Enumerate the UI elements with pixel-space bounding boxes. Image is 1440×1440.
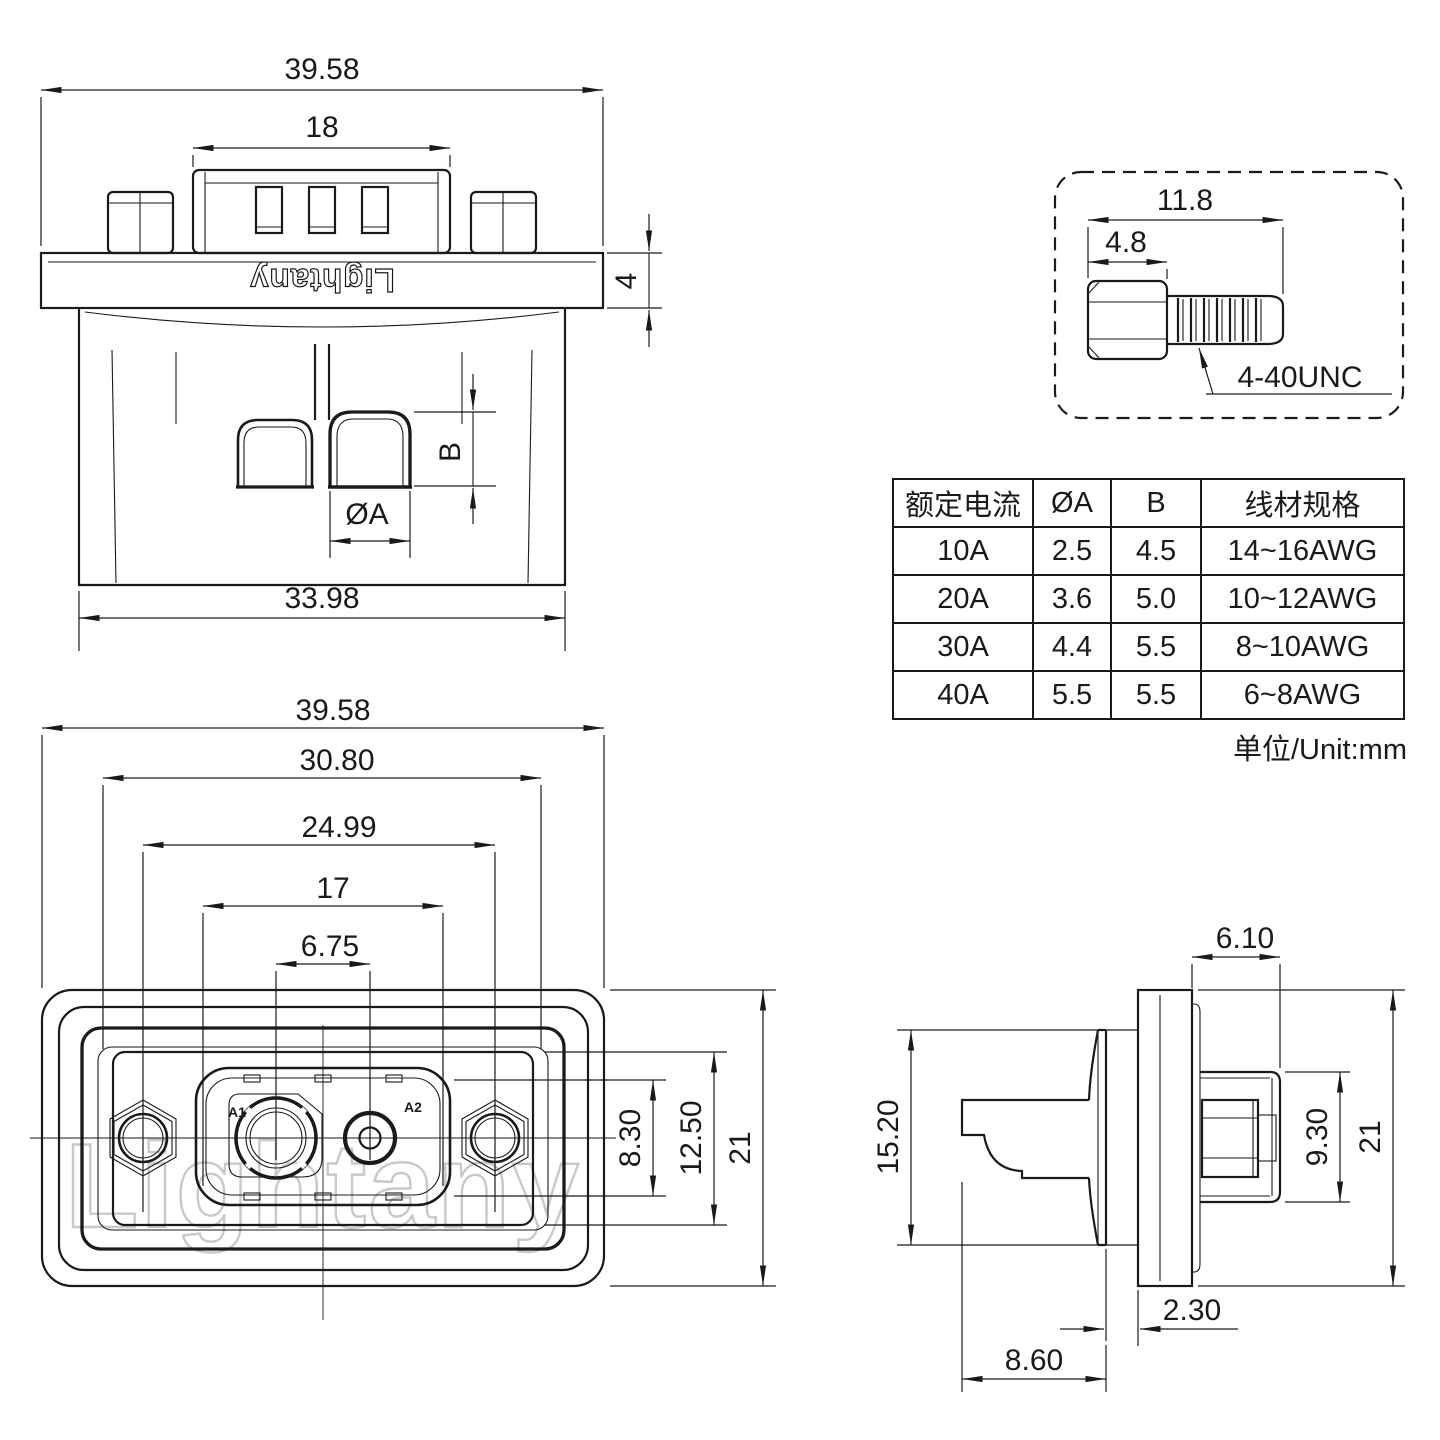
table-row: 10A 2.5 4.5 14~16AWG [892,526,1405,576]
col-header-b: B [1110,478,1202,528]
mounting-nut-left [109,1099,177,1177]
flange-logo-text: Lightany [249,262,395,299]
cell-current: 10A [892,526,1034,576]
cell-dia: 2.5 [1032,526,1112,576]
top-view-drawing: 39.58 18 Ligh [39,53,662,651]
side-dim-insulator-height: 15.20 [872,1099,905,1174]
screw-post-right [469,190,538,255]
front-dim-shroud-height: 8.30 [614,1109,647,1167]
contact-shroud [194,1066,452,1207]
contact-a1: A1 [228,1093,323,1180]
col-header-wire-gauge: 线材规格 [1200,478,1405,528]
top-dim-contact-dia: ØA [345,498,388,531]
cell-wire: 14~16AWG [1200,526,1405,576]
front-dim-mount-spacing: 24.99 [301,811,376,844]
cell-b: 5.5 [1110,622,1202,672]
screw-thread-label: 4-40UNC [1237,361,1362,394]
screw-dim-head-length: 4.8 [1105,226,1147,259]
col-header-rated-current: 额定电流 [892,478,1034,528]
side-dim-rear-depth: 6.10 [1216,922,1274,955]
table-row: 40A 5.5 5.5 6~8AWG [892,670,1405,720]
front-dim-overall-width: 39.58 [295,694,370,727]
thread-lines [1176,298,1262,342]
table-row: 20A 3.6 5.0 10~12AWG [892,574,1405,624]
rating-spec-table: 额定电流 ØA B 线材规格 10A 2.5 4.5 14~16AWG 20A … [892,478,1405,720]
screw-post-left [106,190,175,255]
cell-dia: 5.5 [1032,670,1112,720]
top-dim-contact-height: B [434,442,467,462]
top-dim-body-width: 33.98 [284,582,359,615]
cell-dia: 4.4 [1032,622,1112,672]
cell-current: 40A [892,670,1034,720]
cell-current: 30A [892,622,1034,672]
front-dim-contact-spacing: 6.75 [301,930,359,963]
contact-a2: A2 [342,1099,422,1166]
front-dim-recess-width: 30.80 [299,744,374,777]
side-dim-flange-offset: 2.30 [1163,1294,1221,1327]
cell-b: 4.5 [1110,526,1202,576]
mating-face-profile [960,1028,1108,1247]
cell-current: 20A [892,574,1034,624]
top-dim-insert-width: 18 [305,111,338,144]
top-dim-flange-thickness: 4 [610,273,643,290]
cell-dia: 3.6 [1032,574,1112,624]
screw-detail-drawing: 11.8 4.8 4-40UNC [1053,170,1405,420]
front-view-drawing: Lightany 39.58 30.80 24.99 17 6.75 [30,694,776,1320]
top-dim-overall-width: 39.58 [284,53,359,86]
side-view-drawing: 6.10 [872,922,1405,1392]
side-dim-front-depth: 8.60 [1005,1344,1063,1377]
unit-note: 单位/Unit:mm [1232,734,1407,766]
side-dim-overall-height: 21 [1354,1120,1387,1153]
mounting-nut-right [461,1099,529,1177]
table-row: 30A 4.4 5.5 8~10AWG [892,622,1405,672]
cell-wire: 6~8AWG [1200,670,1405,720]
cell-wire: 8~10AWG [1200,622,1405,672]
table-header-row: 额定电流 ØA B 线材规格 [892,478,1405,528]
front-dim-shroud-width: 17 [316,872,349,905]
contact-slots [254,185,390,235]
side-dim-boss-height: 9.30 [1301,1108,1334,1166]
contact-a1-label: A1 [228,1104,246,1120]
cell-b: 5.0 [1110,574,1202,624]
power-contact-tabs [236,410,412,489]
front-dim-overall-height: 21 [724,1131,757,1164]
contact-a2-label: A2 [404,1099,422,1115]
screw-dim-total-length: 11.8 [1157,184,1213,217]
cell-b: 5.5 [1110,670,1202,720]
rear-screw-boss [1200,1070,1282,1204]
front-dim-recess-height: 12.50 [675,1100,708,1175]
col-header-dia-a: ØA [1032,478,1112,528]
cell-wire: 10~12AWG [1200,574,1405,624]
